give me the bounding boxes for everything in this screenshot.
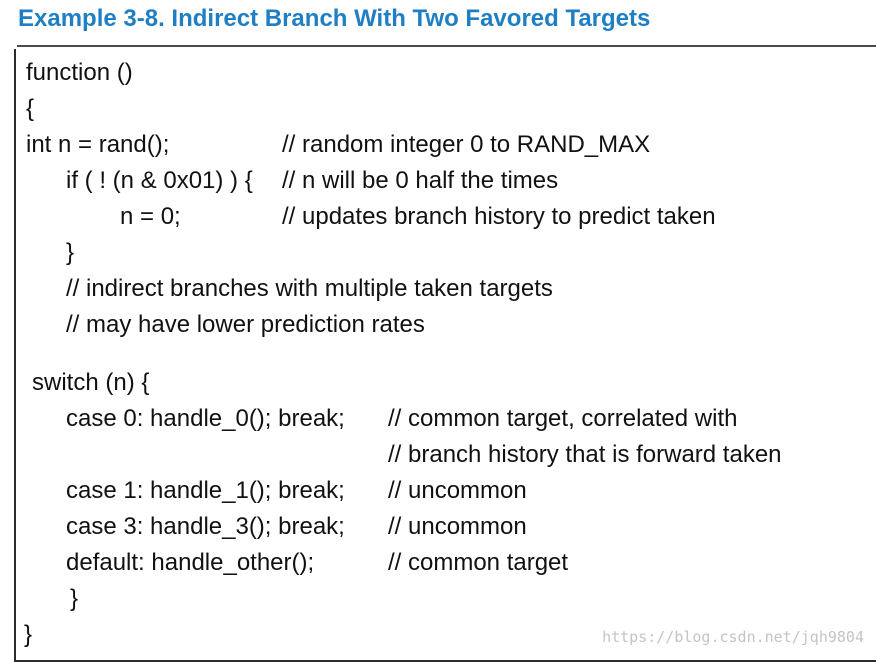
code-line-6: } — [66, 239, 75, 266]
code-comment-4: // n will be 0 half the times — [282, 167, 559, 194]
code-listing-box — [14, 49, 876, 662]
code-line-5: n = 0; — [120, 203, 181, 230]
code-comment-5: // updates branch history to predict tak… — [282, 203, 716, 230]
code-line-8: // may have lower prediction rates — [66, 311, 425, 338]
code-line-9: switch (n) { — [32, 369, 150, 396]
code-comment-3: // random integer 0 to RAND_MAX — [282, 131, 651, 158]
code-line-4: if ( ! (n & 0x01) ) { — [66, 167, 253, 194]
example-title: Example 3-8. Indirect Branch With Two Fa… — [18, 5, 651, 32]
code-comment-10: // common target, correlated with — [388, 405, 738, 432]
watermark-url: https://blog.csdn.net/jqh9804 — [602, 628, 864, 646]
code-line-15: } — [70, 585, 79, 612]
code-comment-12: // uncommon — [388, 477, 527, 504]
code-line-16: } — [24, 621, 33, 648]
code-line-12: case 1: handle_1(); break; — [66, 477, 345, 504]
code-comment-13: // uncommon — [388, 513, 527, 540]
code-line-2: { — [26, 95, 35, 122]
code-line-10: case 0: handle_0(); break; — [66, 405, 345, 432]
code-comment-14: // common target — [388, 549, 569, 576]
code-comment-11: // branch history that is forward taken — [388, 441, 782, 468]
code-line-7: // indirect branches with multiple taken… — [66, 275, 553, 302]
code-line-1: function () — [26, 59, 133, 86]
code-line-3: int n = rand(); — [26, 131, 170, 158]
code-line-14: default: handle_other(); — [66, 549, 315, 576]
code-line-13: case 3: handle_3(); break; — [66, 513, 345, 540]
title-divider — [17, 45, 876, 47]
